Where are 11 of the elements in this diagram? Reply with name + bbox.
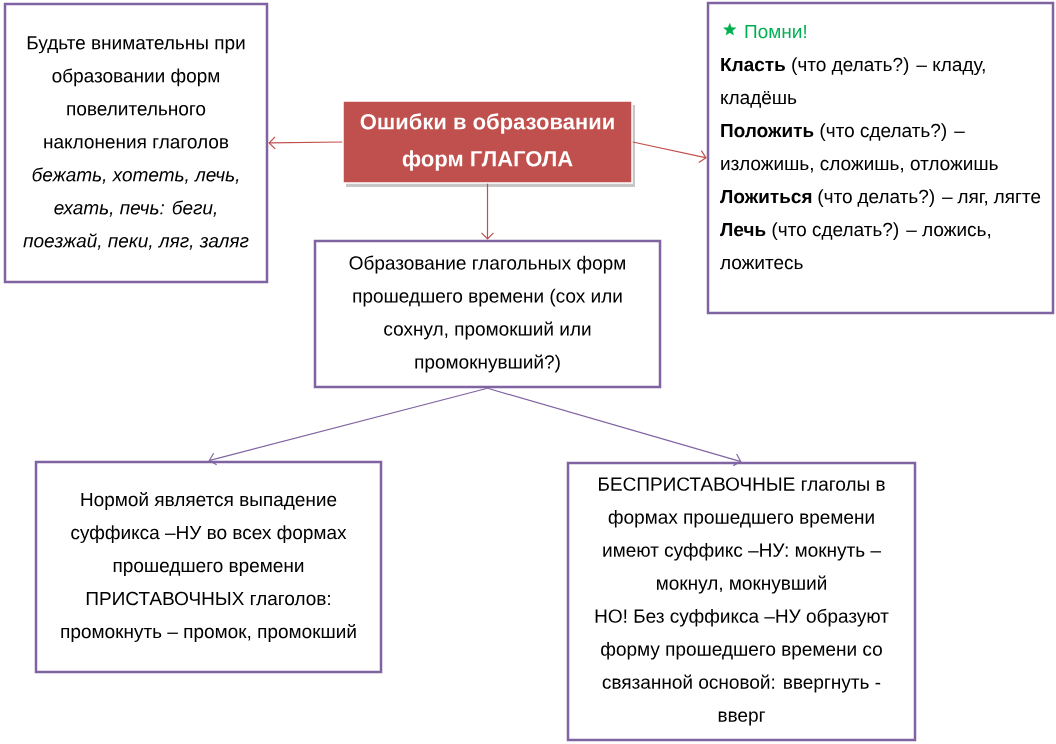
arrow bbox=[486, 387, 742, 467]
arrow bbox=[632, 141, 707, 163]
text-box: БЕСПРИСТАВОЧНЫЕ глаголы в формах прошедшего времени имеют суффикс –НУ: мокнуть – мокнул, мокнувший НО! Без суффикса –НУ образуют форму прошедшего времени со связанной основой: ввергнуть - вверг bbox=[566, 461, 917, 742]
arrow bbox=[268, 136, 343, 150]
text-box: Помни! Класть (что делать?) – кладу, кладёшь Положить (что сделать?) – изложишь, сложишь, отложишь Ложиться (что делать?) – ляг, лягте Лечь (что сделать?) – ложись, ложитесь bbox=[706, 1, 1055, 315]
text-box: Образование глагольных форм прошедшего времени (сох или сохнул, промокший или промокнувший?) bbox=[313, 239, 662, 389]
text-box: Будьте внимательны при образовании форм повелительного наклонения глаголов бежать, хотеть, лечь, ехать, печь: беги, поезжай, пеки, ляг, заляг bbox=[3, 2, 269, 284]
title-box: Ошибки в образовании форм ГЛАГОЛА bbox=[342, 100, 635, 187]
text-box: Нормой является выпадение суффикса –НУ во всех формах прошедшего времени ПРИСТАВОЧНЫХ глаголов: промокнуть – промок, промокший bbox=[34, 460, 383, 674]
arrow bbox=[208, 387, 489, 466]
arrow bbox=[480, 183, 495, 240]
